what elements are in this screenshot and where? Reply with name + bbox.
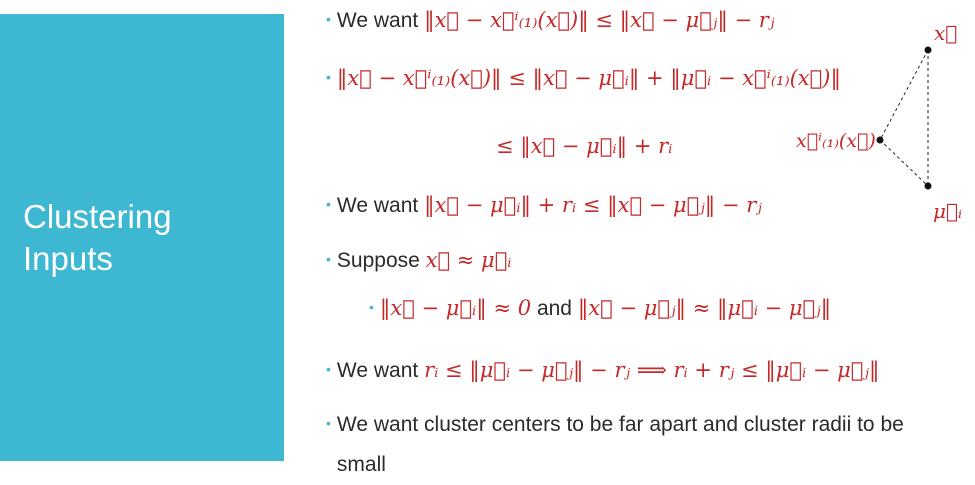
bullet-dot: •	[326, 361, 331, 377]
bullet-4-math: x⃗ ≈ μ⃗ᵢ	[425, 248, 512, 272]
title-panel	[0, 14, 284, 461]
bullet-2-continuation-math: ≤ ‖x⃗ − μ⃗ᵢ‖ + rᵢ	[496, 134, 673, 158]
bullet-1-prefix: We want	[336, 9, 419, 32]
edge-nn-mu	[879, 139, 929, 187]
slide-title: Clustering Inputs	[23, 196, 172, 280]
bullet-6-text: We want cluster centers to be far apart …	[336, 413, 904, 476]
bullet-3: • We want ‖x⃗ − μ⃗ᵢ‖ + rᵢ ≤ ‖x⃗ − μ⃗ⱼ‖ − …	[326, 193, 762, 218]
bullet-5-math: rᵢ ≤ ‖μ⃗ᵢ − μ⃗ⱼ‖ − rⱼ ⟹ rᵢ + rⱼ ≤ ‖μ⃗ᵢ −…	[424, 358, 880, 382]
bullet-4-prefix: Suppose	[336, 249, 420, 272]
bullet-dot: •	[326, 11, 331, 27]
sub-bullet-math-b: ‖x⃗ − μ⃗ⱼ‖ ≈ ‖μ⃗ᵢ − μ⃗ⱼ‖	[577, 296, 832, 320]
edge-x-nn	[879, 49, 929, 141]
bullet-4: • Suppose x⃗ ≈ μ⃗ᵢ	[326, 248, 512, 273]
bullet-2-math: ‖x⃗ − x⃗ⁱ₍₁₎(x⃗)‖ ≤ ‖x⃗ − μ⃗ᵢ‖ + ‖μ⃗ᵢ − …	[336, 66, 841, 90]
bullet-5: • We want rᵢ ≤ ‖μ⃗ᵢ − μ⃗ⱼ‖ − rⱼ ⟹ rᵢ + rⱼ…	[326, 358, 879, 383]
slide-title-line1: Clustering	[23, 198, 172, 235]
bullet-2-continuation: ≤ ‖x⃗ − μ⃗ᵢ‖ + rᵢ	[496, 134, 672, 159]
sub-bullet-and: and	[536, 297, 572, 320]
bullet-dot: •	[326, 415, 331, 431]
bullet-2: • ‖x⃗ − x⃗ⁱ₍₁₎(x⃗)‖ ≤ ‖x⃗ − μ⃗ᵢ‖ + ‖μ⃗ᵢ −…	[326, 66, 841, 91]
label-mu: μ⃗ᵢ	[933, 199, 962, 223]
sub-bullet-math-a: ‖x⃗ − μ⃗ᵢ‖ ≈ 0	[379, 296, 532, 320]
sub-bullet: • ‖x⃗ − μ⃗ᵢ‖ ≈ 0 and ‖x⃗ − μ⃗ⱼ‖ ≈ ‖μ⃗ᵢ − …	[369, 296, 831, 321]
label-nn: x⃗ⁱ₍₁₎(x⃗)	[796, 130, 876, 152]
bullet-1: • We want ‖x⃗ − x⃗ⁱ₍₁₎(x⃗)‖ ≤ ‖x⃗ − μ⃗ⱼ‖ …	[326, 8, 774, 33]
bullet-5-prefix: We want	[336, 359, 419, 382]
bullet-dot: •	[326, 251, 331, 267]
bullet-3-prefix: We want	[336, 194, 419, 217]
point-nn	[876, 136, 884, 144]
bullet-dot: •	[326, 69, 331, 85]
bullet-dot: •	[326, 196, 331, 212]
slide-title-line2: Inputs	[23, 240, 113, 277]
bullet-dot: •	[369, 299, 374, 315]
bullet-6: • We want cluster centers to be far apart…	[326, 405, 926, 485]
bullet-1-math: ‖x⃗ − x⃗ⁱ₍₁₎(x⃗)‖ ≤ ‖x⃗ − μ⃗ⱼ‖ − rⱼ	[424, 8, 775, 32]
bullet-3-math: ‖x⃗ − μ⃗ᵢ‖ + rᵢ ≤ ‖x⃗ − μ⃗ⱼ‖ − rⱼ	[424, 193, 762, 217]
point-x	[924, 46, 932, 54]
point-mu	[924, 182, 932, 190]
label-x: x⃗	[934, 21, 957, 45]
